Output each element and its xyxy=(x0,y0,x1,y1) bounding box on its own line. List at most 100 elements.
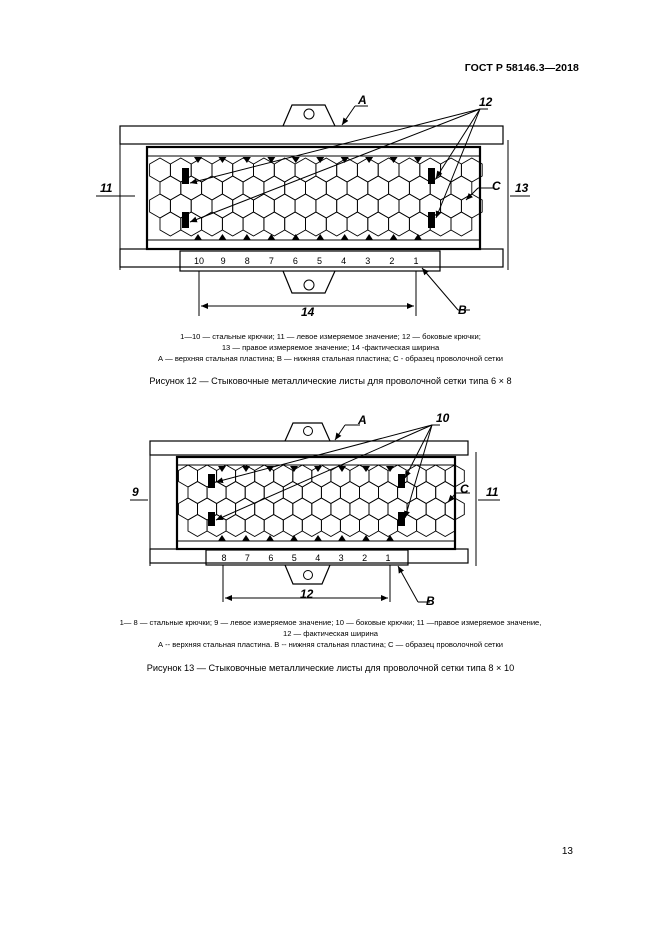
side-hooks xyxy=(182,168,435,228)
mesh-cell xyxy=(346,211,369,237)
bottom-plate-b xyxy=(149,548,469,564)
hook-mark xyxy=(389,157,398,163)
mesh-cell xyxy=(225,513,246,538)
top-tab xyxy=(284,422,331,442)
mesh-cell xyxy=(149,193,171,219)
hook-number: 1 xyxy=(385,553,390,563)
hook-mark xyxy=(242,466,250,472)
mesh-cell xyxy=(178,497,198,521)
mesh-cell xyxy=(356,193,379,219)
hook-number: 3 xyxy=(365,256,370,266)
side-hook-mark xyxy=(428,168,435,184)
mesh-cell xyxy=(320,480,341,505)
mesh-cell xyxy=(339,480,360,505)
mesh-cell xyxy=(221,175,244,201)
hook-mark xyxy=(314,535,322,541)
mesh-cell xyxy=(294,157,317,183)
top-plate-a xyxy=(119,125,504,145)
mesh-cell xyxy=(378,513,399,538)
hook-mark xyxy=(194,157,202,163)
mesh-cell xyxy=(356,157,379,183)
mesh-cell xyxy=(263,211,286,237)
mesh-cell xyxy=(398,157,421,183)
hook-mark xyxy=(266,535,274,541)
callout-actual-width: 12 xyxy=(300,587,314,601)
hook-number: 5 xyxy=(317,256,322,266)
mesh-cell xyxy=(450,211,473,237)
mesh-cell xyxy=(305,211,327,237)
mesh-cell xyxy=(368,497,389,521)
callout-bottom-plate: B xyxy=(458,303,467,317)
side-hook-mark xyxy=(398,474,405,488)
mesh-cell xyxy=(349,497,370,521)
hook-mark xyxy=(218,157,227,163)
hook-mark xyxy=(218,466,226,472)
hook-number: 8 xyxy=(221,553,226,563)
hook-mark xyxy=(362,535,370,541)
figure-13-caption: Рисунок 13 — Стыковочные металлические л… xyxy=(146,663,515,673)
steel-hooks xyxy=(194,157,422,240)
hook-mark xyxy=(267,157,276,163)
mesh-cell xyxy=(377,193,400,219)
legend-line: 12 — фактическая ширина xyxy=(283,629,378,638)
hook-mark xyxy=(338,466,346,472)
mesh-cell xyxy=(367,175,390,201)
side-hooks xyxy=(208,474,405,526)
mesh-cell xyxy=(263,480,284,505)
hook-number: 2 xyxy=(389,256,394,266)
mesh-cell xyxy=(244,513,265,538)
hook-mark xyxy=(414,157,422,163)
mesh-cell xyxy=(330,497,351,521)
hook-mark xyxy=(267,234,276,240)
mesh-cell xyxy=(201,211,223,237)
bottom-tab xyxy=(284,564,331,585)
callout-mesh-sample: C xyxy=(460,482,469,496)
mesh-cell xyxy=(377,157,400,183)
hook-mark xyxy=(266,466,274,472)
hook-number: 4 xyxy=(341,256,346,266)
top-plate-a xyxy=(149,440,469,456)
hook-number: 8 xyxy=(245,256,250,266)
top-tab xyxy=(282,104,336,127)
mesh-cell xyxy=(242,175,265,201)
mesh-cell xyxy=(273,497,294,521)
mesh-cell xyxy=(359,513,379,538)
mesh-cell xyxy=(336,157,358,183)
mesh-cell xyxy=(320,513,341,538)
hook-mark xyxy=(362,466,370,472)
callout-right-measure: 11 xyxy=(486,485,499,499)
mesh-cell xyxy=(211,193,234,219)
hook-mark xyxy=(365,234,374,240)
callout-top-plate: A xyxy=(357,93,367,107)
mesh-cell xyxy=(425,464,446,488)
hook-mark xyxy=(290,466,298,472)
mesh-cell xyxy=(305,175,327,201)
hook-mark xyxy=(242,535,250,541)
mesh-cell xyxy=(416,513,437,538)
mesh-cell xyxy=(284,175,306,201)
page-number: 13 xyxy=(561,846,573,857)
hook-number: 6 xyxy=(268,553,273,563)
hook-mark xyxy=(316,234,325,240)
mesh-cell xyxy=(273,193,296,219)
mesh-cell xyxy=(416,480,437,505)
side-hook-mark xyxy=(398,512,405,526)
hook-mark xyxy=(242,157,251,163)
callout-right-measure: 13 xyxy=(515,181,529,195)
mesh-cell xyxy=(301,513,322,538)
hook-mark xyxy=(386,466,394,472)
hook-mark xyxy=(194,234,202,240)
hook-mark xyxy=(414,234,422,240)
mesh-cell xyxy=(232,157,254,183)
mesh-cell xyxy=(325,175,348,201)
mesh-cell xyxy=(282,513,303,538)
mesh-cell xyxy=(225,480,246,505)
wire-mesh-sample-c xyxy=(149,157,483,237)
mesh-cell xyxy=(292,497,313,521)
mesh-cell xyxy=(388,175,410,201)
side-hook-mark xyxy=(208,474,215,488)
bottom-plate-b xyxy=(119,248,504,268)
hook-mark xyxy=(365,157,374,163)
